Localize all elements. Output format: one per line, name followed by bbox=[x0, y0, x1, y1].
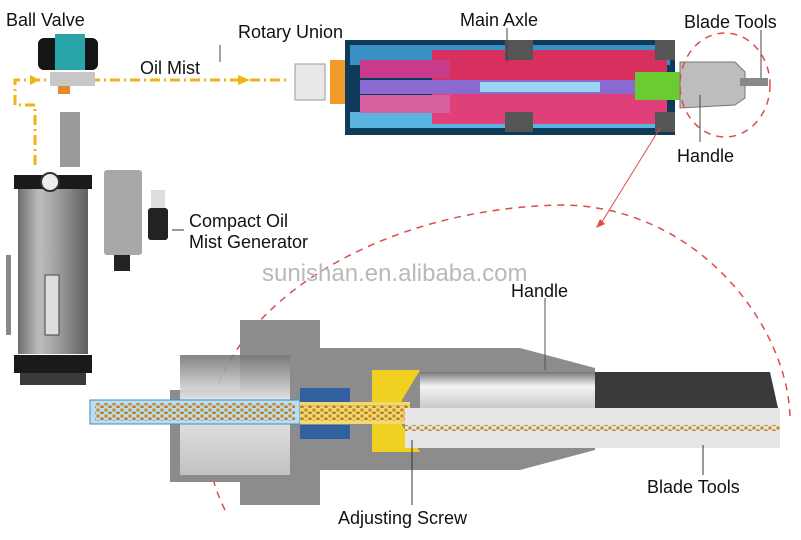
callout-arrow bbox=[599, 127, 661, 226]
arrow-icon bbox=[596, 219, 605, 228]
label-oil-mist: Oil Mist bbox=[140, 58, 200, 78]
label-handle-bottom: Handle bbox=[511, 281, 569, 301]
label-adjusting-screw: Adjusting Screw bbox=[338, 508, 468, 528]
label-handle-top: Handle bbox=[677, 146, 735, 166]
label-mist-generator: Mist Generator bbox=[189, 232, 309, 252]
oil-mist-line bbox=[13, 75, 290, 165]
arrow-icon bbox=[238, 75, 250, 85]
label-blade-tools-bottom: Blade Tools bbox=[647, 477, 740, 497]
label-compact-oil: Compact Oil bbox=[189, 211, 289, 231]
label-ball-valve: Ball Valve bbox=[6, 10, 85, 30]
arrow-icon bbox=[30, 75, 40, 85]
watermark: sunishan.en.alibaba.com bbox=[262, 260, 528, 287]
callout-lines bbox=[206, 32, 791, 511]
label-main-axle: Main Axle bbox=[460, 10, 539, 30]
oil-mist-generator bbox=[6, 112, 184, 385]
spindle-assembly bbox=[219, 28, 768, 142]
tool-holder bbox=[89, 298, 780, 505]
ball-valve bbox=[38, 34, 98, 94]
label-blade-tools-top: Blade Tools bbox=[684, 12, 777, 32]
label-rotary-union: Rotary Union bbox=[238, 22, 344, 42]
